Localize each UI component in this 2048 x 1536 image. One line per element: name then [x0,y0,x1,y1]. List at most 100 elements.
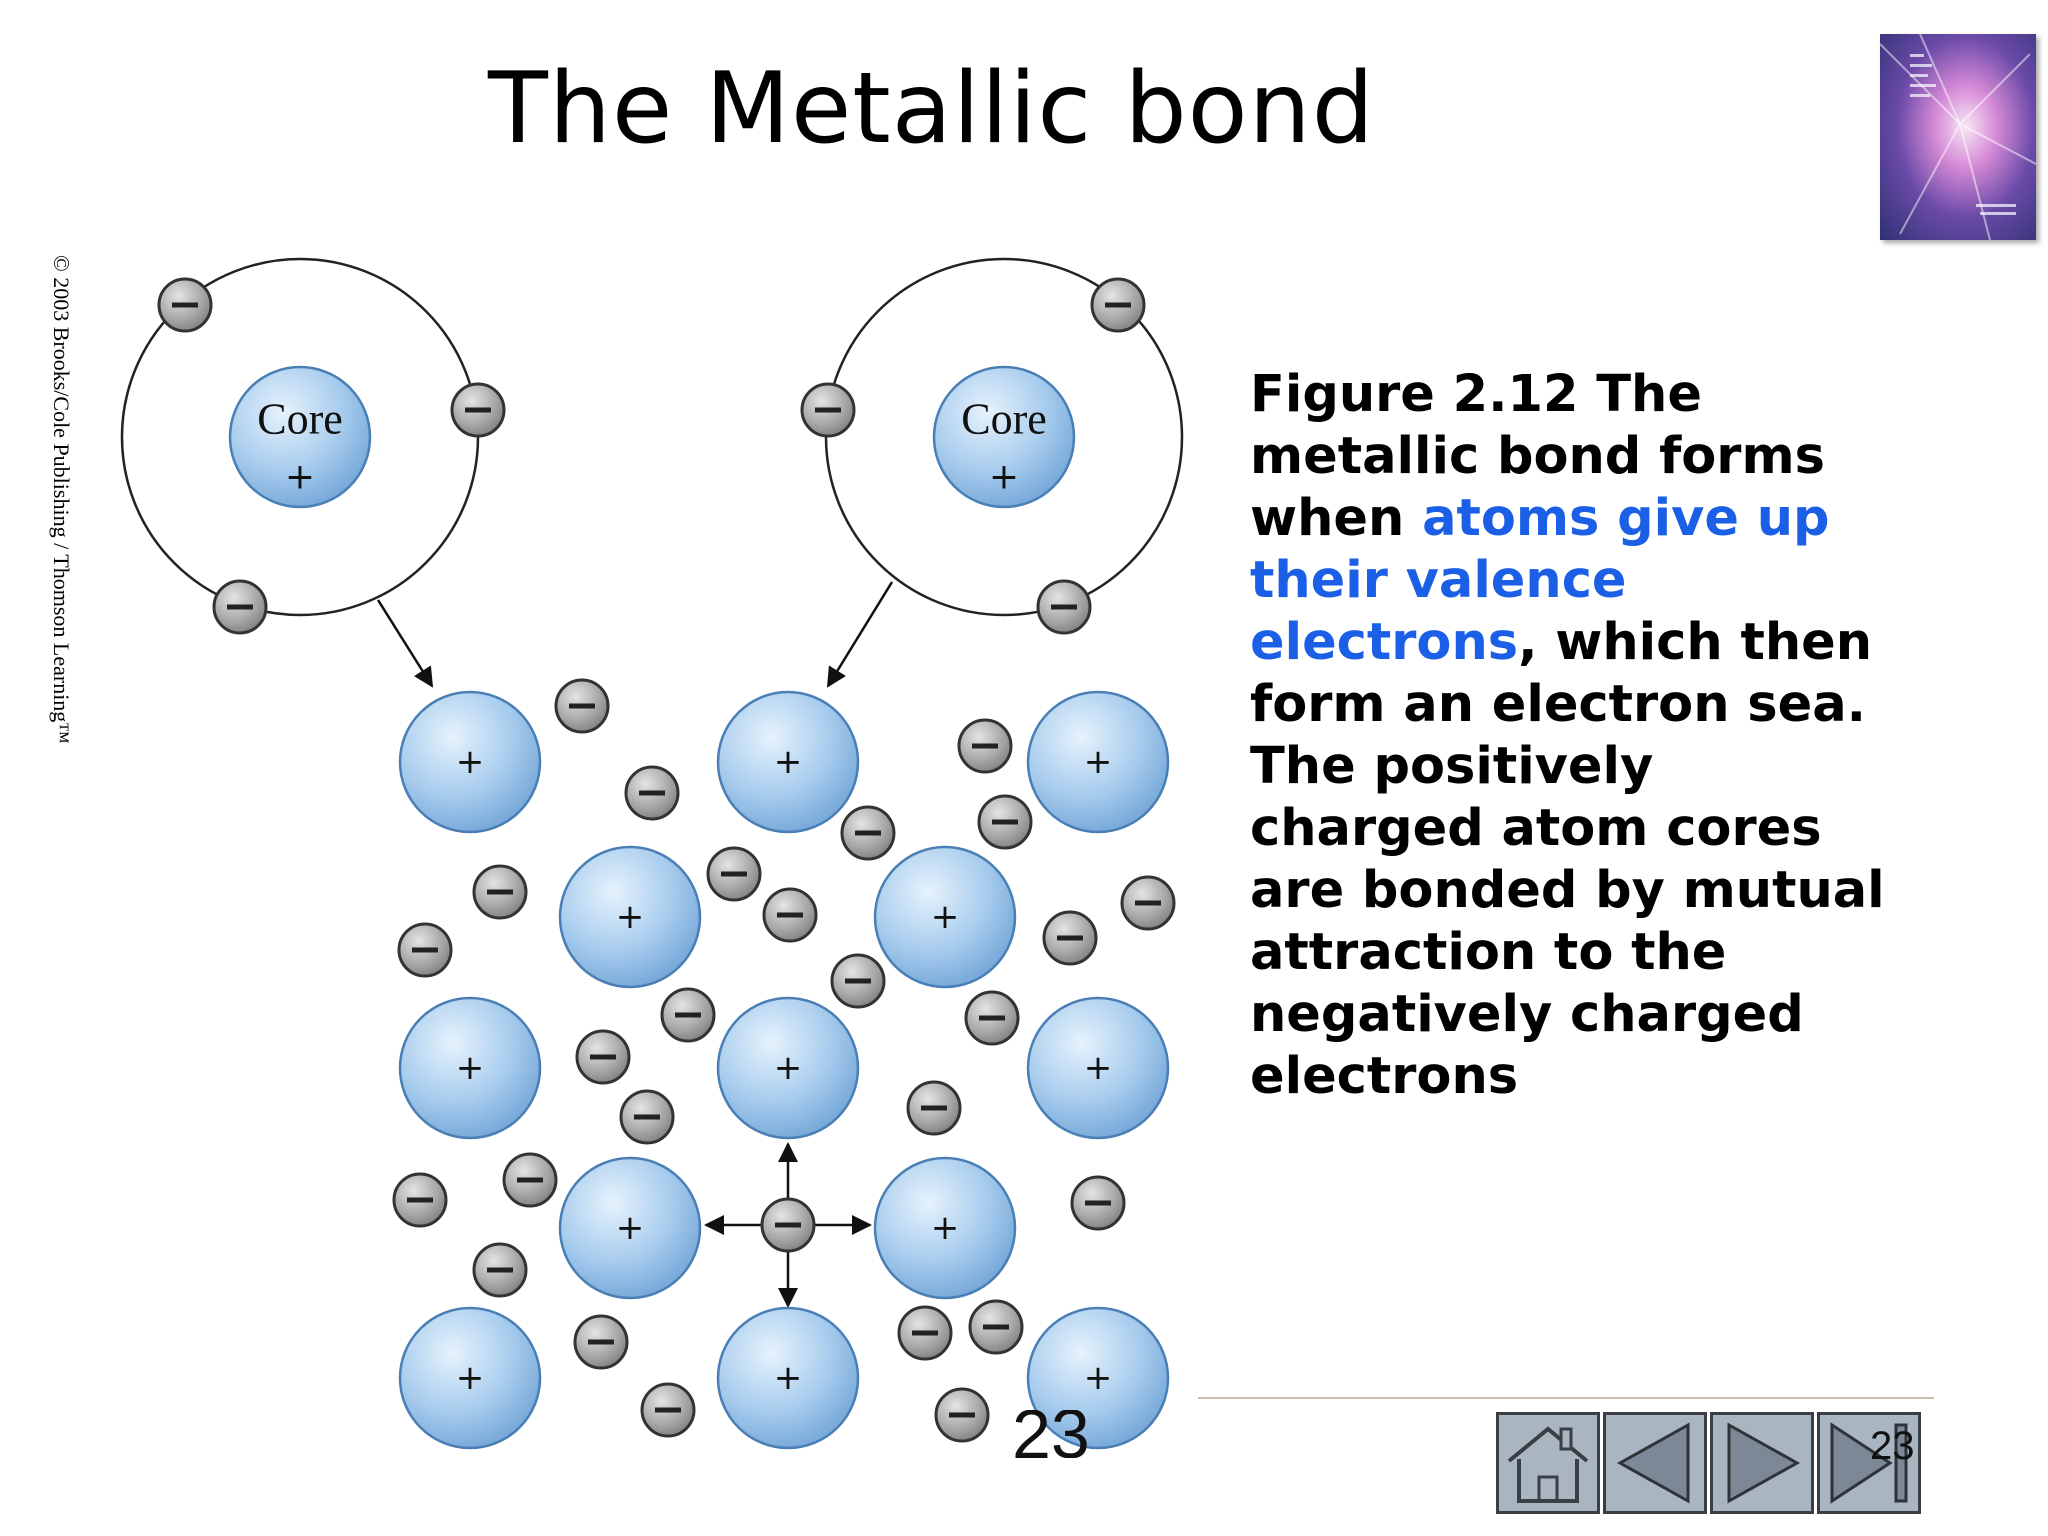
electron-19 [660,987,716,1043]
core-label: Core [257,395,343,444]
previous-icon [1616,1422,1690,1504]
electron-25 [392,1172,448,1228]
core-plus-sign: + [456,742,485,782]
arrow-right [826,581,894,688]
electron-minus-sign [487,1267,513,1273]
electron-minus-sign [412,947,438,953]
electron-31 [968,1299,1024,1355]
slide-number-behind: 23 [1012,1410,1090,1458]
electron-11 [840,805,896,861]
next-icon [1727,1422,1801,1504]
electron-3 [212,579,268,635]
electron-minus-sign [721,871,747,877]
electron-12 [472,864,528,920]
lattice-core-3: + [1026,690,1170,834]
electron-minus-sign [517,1177,543,1183]
electron-18 [830,953,886,1009]
electron-24 [502,1152,558,1208]
core-plus-sign: + [456,1358,485,1398]
electron-minus-sign [845,978,871,984]
electron-20 [964,990,1020,1046]
electron-5 [800,382,856,438]
electron-minus-sign [1105,302,1131,308]
core-circle [1026,690,1170,834]
previous-button[interactable] [1603,1412,1707,1514]
electron-minus-sign [1085,1200,1111,1206]
electron-minus-sign [675,1012,701,1018]
electron-30 [897,1305,953,1361]
core-plus-sign: + [456,1048,485,1088]
atom-core-right: Core + [932,365,1076,509]
core-plus-sign: + [931,897,960,937]
core-plus-sign: + [616,1208,645,1248]
electron-33 [934,1387,990,1443]
core-circle [558,845,702,989]
electron-minus-sign [1051,604,1077,610]
electron-minus-sign [983,1324,1009,1330]
electron-minus-sign [569,703,595,709]
core-circle [716,996,860,1140]
home-icon [1507,1426,1589,1503]
core-circle [716,690,860,834]
core-label: Core [961,395,1047,444]
core-circle [398,690,542,834]
electron-minus-sign [992,819,1018,825]
electron-minus-sign [979,1015,1005,1021]
core-plus-sign: + [1084,1358,1113,1398]
core-circle [398,996,542,1140]
electron-minus-sign [972,743,998,749]
electron-4 [1090,277,1146,333]
lattice-core-9: + [558,1156,702,1300]
core-circle [716,1306,860,1450]
core-plus-sign: + [989,457,1019,498]
electron-minus-sign [1135,900,1161,906]
electron-minus-sign [921,1105,947,1111]
electron-32 [640,1382,696,1438]
electron-16 [1042,910,1098,966]
electron-23 [906,1080,962,1136]
core-circle [228,365,372,509]
electron-minus-sign [777,912,803,918]
electron-minus-sign [465,407,491,413]
electron-8 [624,765,680,821]
electron-minus-sign [639,790,665,796]
core-plus-sign: + [285,457,315,498]
lattice-core-12: + [716,1306,860,1450]
electron-9 [957,718,1013,774]
electron-minus-sign [227,604,253,610]
core-plus-sign: + [774,1358,803,1398]
electron-minus-sign [588,1339,614,1345]
electron-28 [1070,1175,1126,1231]
electron-1 [157,277,213,333]
core-circle [873,845,1017,989]
core-circle [932,365,1076,509]
core-circle [1026,1306,1170,1450]
home-button[interactable] [1496,1412,1600,1514]
caption-text-end: , which then form an electron sea. The p… [1250,613,1885,1106]
next-button[interactable] [1710,1412,1814,1514]
core-circle [1026,996,1170,1140]
electron-minus-sign [655,1407,681,1413]
end-button[interactable] [1817,1412,1921,1514]
core-plus-sign: + [774,1048,803,1088]
lattice-core-6: + [398,996,542,1140]
electron-minus-sign [1057,935,1083,941]
slide-title: The Metallic bond [488,52,1375,166]
lattice-core-2: + [716,690,860,834]
electron-2 [450,382,506,438]
electron-6 [1036,579,1092,635]
caption-text-start: Figure 2.12 The metallic bond forms when [1250,365,1825,548]
atom-core-left: Core + [228,365,372,509]
footer-divider [1198,1397,1934,1399]
electron-minus-sign [815,407,841,413]
lattice-core-10: + [873,1156,1017,1300]
core-plus-sign: + [616,897,645,937]
electron-13 [706,846,762,902]
electron-21 [575,1029,631,1085]
electron-27 [760,1197,816,1253]
electron-26 [472,1242,528,1298]
metallic-bond-diagram: Core+Core++++++++++++++ [120,257,1184,1450]
lattice-core-1: + [398,690,542,834]
electron-17 [1120,875,1176,931]
electron-minus-sign [949,1412,975,1418]
